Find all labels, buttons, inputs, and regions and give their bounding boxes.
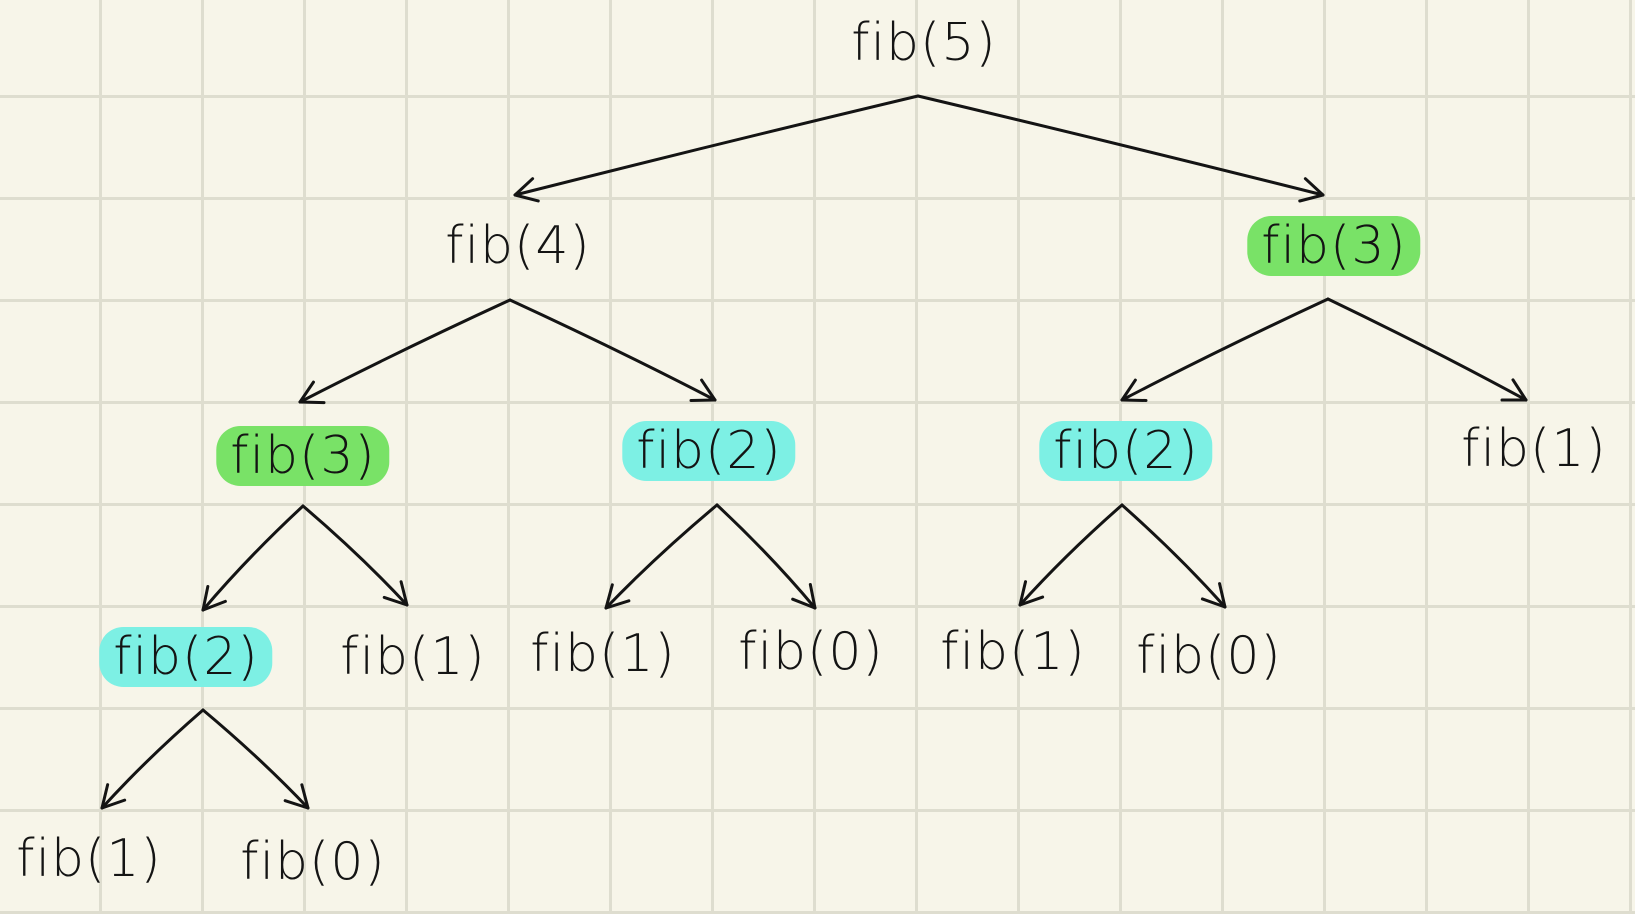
edge-arrow-n4-to-n2m — [508, 298, 717, 403]
edge-arrow-n2m-to-n0b — [715, 503, 817, 610]
edge-arrow-n3l-to-n1a — [301, 504, 409, 607]
arrowhead-n2r-to-n0c — [1200, 582, 1227, 609]
node-fib-4: fib(4) — [445, 216, 591, 276]
arrowhead-n4-to-n2m — [689, 378, 717, 403]
edge-arrow-n2r-to-n1c — [1018, 503, 1124, 607]
arrowhead-n3l-to-n2l — [201, 584, 227, 612]
edge-arrow-n3l-to-n2l — [201, 504, 305, 612]
arrowhead-n2l-to-n1d — [100, 783, 127, 810]
node-fib-5-root: fib(5) — [851, 13, 997, 73]
edge-arrow-n2m-to-n1b — [604, 503, 719, 610]
arrowhead-n3l-to-n1a — [382, 580, 409, 607]
edge-arrow-n4-to-n3l — [298, 298, 512, 405]
edge-arrow-n2l-to-n0d — [201, 708, 310, 810]
node-fib-1-right: fib(1) — [1461, 419, 1607, 479]
arrowhead-n2m-to-n0b — [791, 582, 817, 610]
arrowhead-n2m-to-n1b — [604, 583, 631, 610]
arrowhead-n5-to-n3r — [1298, 177, 1325, 203]
arrowhead-n2r-to-n1c — [1018, 580, 1045, 607]
node-fib-1-c: fib(1) — [940, 622, 1086, 682]
edge-arrow-n3r-to-n1r — [1326, 297, 1528, 402]
edge-arrow-n2l-to-n1d — [100, 708, 205, 810]
arrowhead-n2l-to-n0d — [283, 783, 310, 810]
node-fib-1-b: fib(1) — [530, 624, 676, 684]
arrowhead-n4-to-n3l — [298, 380, 326, 405]
node-fib-2-right: fib(2) — [1039, 421, 1213, 481]
arrowhead-n5-to-n4 — [513, 177, 540, 203]
node-fib-0-d: fib(0) — [240, 832, 386, 892]
node-fib-0-c: fib(0) — [1136, 626, 1282, 686]
edge-arrow-n5-to-n3r — [916, 94, 1325, 203]
arrowhead-n3r-to-n2r — [1120, 378, 1148, 402]
node-fib-2-middle: fib(2) — [622, 421, 796, 481]
node-fib-0-b: fib(0) — [738, 622, 884, 682]
node-fib-1-d: fib(1) — [16, 829, 162, 889]
node-fib-3-right: fib(3) — [1247, 216, 1421, 276]
edge-arrow-n3r-to-n2r — [1120, 297, 1330, 402]
node-fib-3-left: fib(3) — [216, 426, 390, 486]
arrowhead-n3r-to-n1r — [1500, 378, 1528, 402]
node-fib-2-left: fib(2) — [99, 627, 273, 687]
edge-arrow-n5-to-n4 — [513, 94, 920, 203]
edge-arrow-n2r-to-n0c — [1120, 503, 1227, 609]
node-fib-1-a: fib(1) — [340, 627, 486, 687]
